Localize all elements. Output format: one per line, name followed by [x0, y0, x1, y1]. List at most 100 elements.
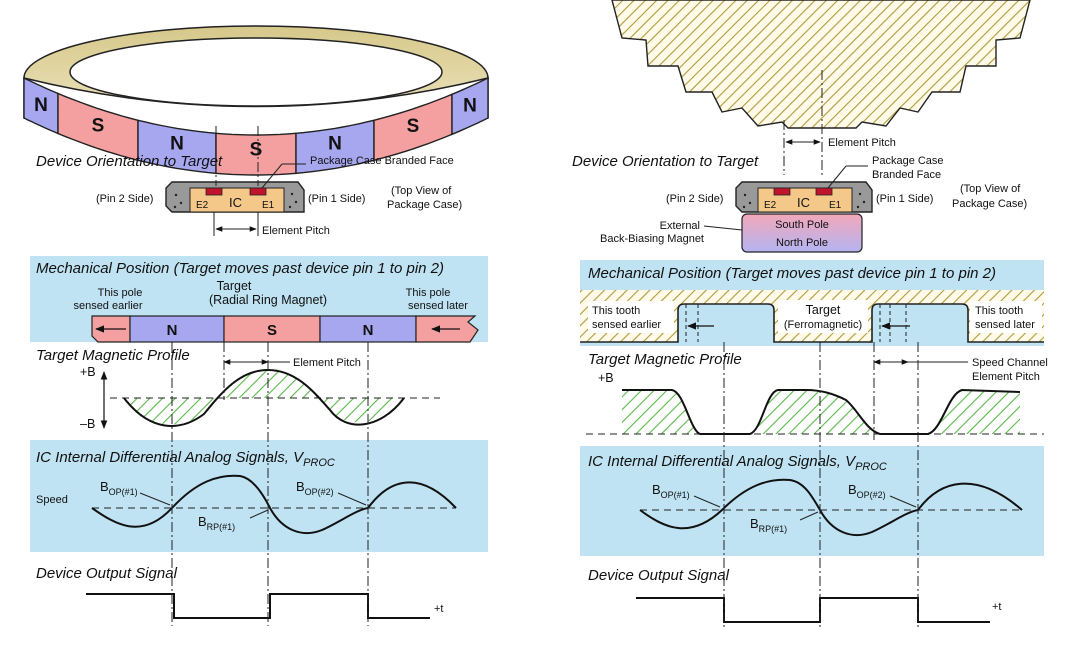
right-brp1-sub: RP(#1)	[759, 524, 788, 534]
ferromagnetic-gear-target	[611, 0, 1031, 129]
right-e1-label: E1	[829, 200, 842, 211]
left-element-pitch-2: Element Pitch	[293, 357, 361, 369]
left-bop1-sub: OP(#1)	[109, 487, 138, 497]
ring-pole-label-5: N	[328, 133, 342, 154]
right-topview-2: Package Case)	[952, 198, 1027, 210]
right-external-1: External	[660, 220, 700, 232]
right-speed-pitch-1: Speed Channel	[972, 357, 1048, 369]
right-analog-title: IC Internal Differential Analog Signals,…	[588, 453, 857, 470]
left-mech-title: Mechanical Position (Target moves past d…	[36, 260, 444, 277]
right-tooth-later-bg	[970, 301, 1042, 333]
left-e2-label: E2	[196, 200, 209, 211]
ring-segment-7	[451, 76, 489, 136]
right-target-1: Target	[806, 303, 841, 317]
right-element-e2	[773, 187, 791, 196]
left-brp1-wrap: BRP(#1)	[198, 514, 235, 532]
left-strip-pole-2: S	[267, 322, 277, 339]
left-e1-label: E1	[262, 200, 275, 211]
left-analog-panel	[30, 440, 488, 552]
left-output-signal	[86, 593, 430, 619]
right-north-pole: North Pole	[776, 237, 828, 249]
right-e2-label: E2	[764, 200, 777, 211]
left-pin2: (Pin 2 Side)	[96, 193, 153, 205]
ring-pole-label-6: S	[407, 116, 420, 137]
back-biasing-magnet	[741, 213, 863, 253]
left-element-e2	[205, 187, 223, 196]
right-tooth-later-1: This tooth	[975, 305, 1023, 317]
ring-pole-label-4: S	[250, 139, 263, 160]
left-minus-b: –B	[80, 417, 95, 431]
left-package-label: Package Case Branded Face	[310, 155, 454, 167]
radial-ring-magnet: N S N S N S N	[23, 25, 489, 176]
right-bop2-sub: OP(#2)	[857, 490, 886, 500]
right-tooth-earlier-bg	[588, 301, 674, 333]
left-strip-pole-1: N	[167, 322, 178, 339]
right-brp1-wrap: BRP(#1)	[750, 516, 787, 534]
left-analog-title-wrap: IC Internal Differential Analog Signals,…	[36, 449, 335, 469]
left-magnet-strip: N S N	[91, 315, 479, 343]
right-package-case: E2 IC E1	[735, 181, 873, 213]
left-strip-pole-3: N	[363, 322, 374, 339]
right-output-signal	[636, 597, 990, 623]
left-pole-earlier-1: This pole	[98, 287, 143, 299]
left-profile-title: Target Magnetic Profile	[36, 347, 190, 364]
ring-pole-label-3: N	[170, 133, 184, 154]
left-output-title: Device Output Signal	[36, 565, 178, 582]
right-diagram: Element Pitch Device Orientation to Targ…	[572, 0, 1048, 628]
left-ic-label: IC	[229, 195, 242, 210]
left-analog-sub: PROC	[303, 457, 335, 469]
left-pole-earlier-2: sensed earlier	[73, 300, 142, 312]
right-tooth-later-2: sensed later	[975, 319, 1035, 331]
right-south-pole: South Pole	[775, 219, 829, 231]
right-profile-curve	[622, 388, 1021, 435]
left-speed-label: Speed	[36, 494, 68, 506]
left-pin1: (Pin 1 Side)	[308, 193, 365, 205]
left-profile-hatch	[124, 370, 404, 425]
right-tooth-earlier-1: This tooth	[592, 305, 640, 317]
left-pole-later-2: sensed later	[408, 300, 468, 312]
left-brp1-sub: RP(#1)	[207, 522, 236, 532]
right-pin2: (Pin 2 Side)	[666, 193, 723, 205]
ring-pole-label-2: S	[92, 116, 105, 137]
left-bop1-wrap: BOP(#1)	[100, 479, 138, 497]
right-target-2: (Ferromagnetic)	[784, 319, 862, 331]
right-tooth-earlier-2: sensed earlier	[592, 319, 661, 331]
left-plus-b: +B	[80, 365, 96, 379]
right-orientation-title: Device Orientation to Target	[572, 153, 759, 170]
left-bop2: B	[296, 479, 305, 494]
right-guide-lines	[723, 342, 919, 628]
left-profile-curve	[123, 368, 405, 427]
right-analog-sub: PROC	[855, 461, 887, 473]
ring-pole-label-1: N	[34, 95, 48, 116]
left-topview-2: Package Case)	[387, 199, 462, 211]
left-bop2-sub: OP(#2)	[305, 487, 334, 497]
right-package-2: Branded Face	[872, 169, 941, 181]
right-bop1-wrap: BOP(#1)	[652, 482, 690, 500]
right-bop2-wrap: BOP(#2)	[848, 482, 886, 500]
right-external-2: Back-Biasing Magnet	[600, 233, 704, 245]
right-bop1: B	[652, 482, 661, 497]
right-output-title: Device Output Signal	[588, 567, 730, 584]
left-analog-title: IC Internal Differential Analog Signals,…	[36, 449, 305, 466]
right-speed-pitch-2: Element Pitch	[972, 371, 1040, 383]
right-t-label: +t	[992, 601, 1001, 613]
right-analog-panel	[580, 446, 1044, 556]
left-element-e1	[249, 187, 267, 196]
right-topview-1: (Top View of	[960, 183, 1021, 195]
left-element-pitch-label: Element Pitch	[262, 225, 330, 237]
right-ic-label: IC	[797, 195, 810, 210]
right-element-pitch-label: Element Pitch	[828, 137, 896, 149]
ring-pole-label-7: N	[463, 96, 477, 117]
left-target-1: Target	[217, 279, 252, 293]
left-package-case: E2 IC E1	[165, 181, 305, 213]
right-plus-b: +B	[598, 371, 614, 385]
right-profile-hatch	[622, 390, 1020, 434]
right-brp1: B	[750, 516, 759, 531]
left-t-label: +t	[434, 603, 443, 615]
left-bop1: B	[100, 479, 109, 494]
left-topview-1: (Top View of	[391, 185, 452, 197]
right-target-bg	[778, 300, 868, 333]
left-brp1: B	[198, 514, 207, 529]
